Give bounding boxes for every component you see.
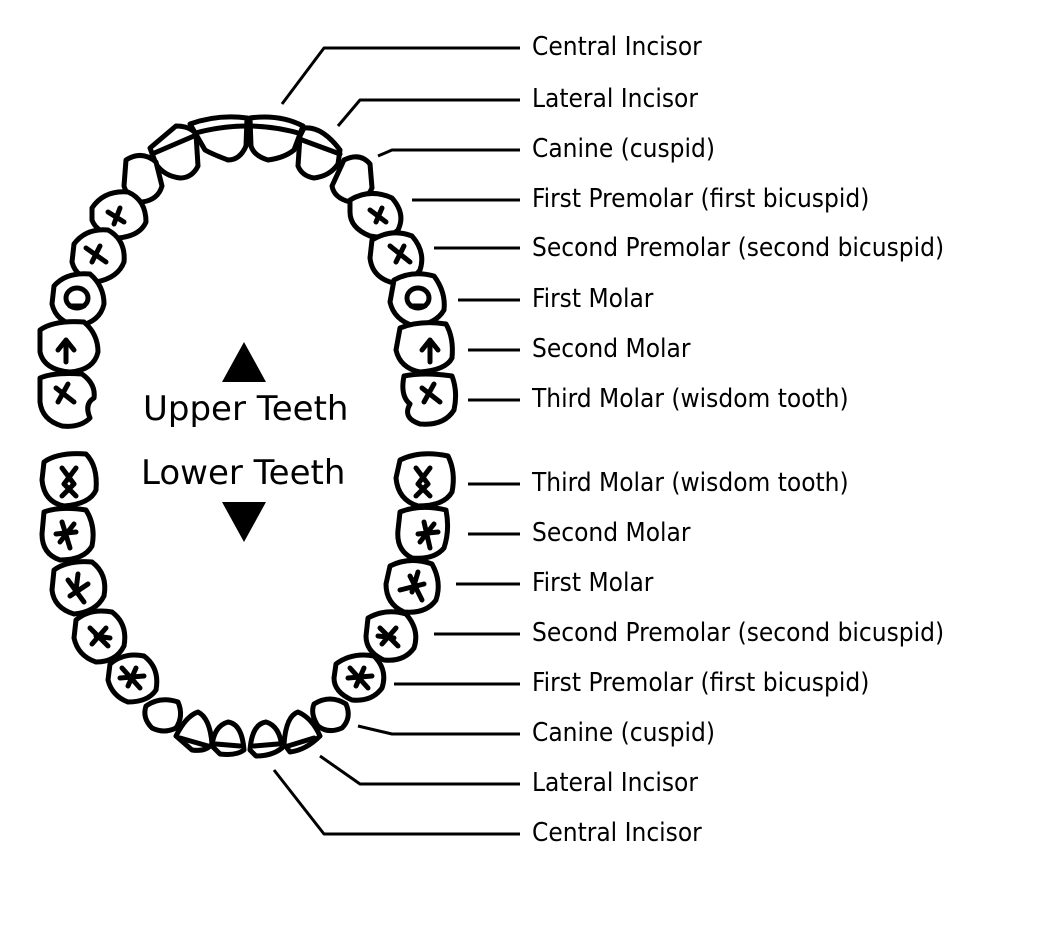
leader-lower-lateral [319,754,520,786]
upper-left-lateral-line [149,133,197,157]
upper-right-first-molar [387,271,447,329]
lower-incisor-edges [177,735,317,749]
upper-incisor-edge [189,123,305,137]
up-arrow-icon [222,342,266,382]
leader-lower-canine [357,724,520,736]
lower-teeth-label: Lower Teeth [141,453,346,493]
lower-left-central-incisor [209,719,247,757]
upper-left-first-molar [49,271,107,329]
leader-upper-canine [377,148,520,158]
upper-left-third-molar [37,371,97,429]
label-upper-first-premolar: First Premolar (first bicuspid) [532,184,870,214]
upper-arch [37,114,459,429]
label-lower-second-premolar: Second Premolar (second bicuspid) [532,618,945,648]
upper-right-central-incisor [247,114,306,163]
lower-left-canine [142,697,184,734]
upper-right-third-molar [400,371,459,427]
label-upper-canine: Canine (cuspid) [532,134,715,164]
leader-upper-lateral [336,98,520,127]
down-arrow-icon [222,502,266,542]
label-lower-first-molar: First Molar [532,568,654,598]
label-upper-third-molar: Third Molar (wisdom tooth) [532,384,849,414]
label-lower-central-incisor: Central Incisor [532,818,702,848]
label-lower-third-molar: Third Molar (wisdom tooth) [532,468,849,498]
label-lower-lateral-incisor: Lateral Incisor [532,768,698,798]
label-upper-second-molar: Second Molar [532,334,691,364]
lower-surface-marks [53,465,441,691]
lower-arch [39,451,456,759]
label-upper-first-molar: First Molar [532,284,654,314]
leader-upper-central [280,46,520,105]
lower-leader-lines [272,482,520,836]
upper-right-lateral-line [299,137,343,157]
upper-surface-marks [53,205,443,405]
label-lower-canine: Canine (cuspid) [532,718,715,748]
upper-leader-lines [280,46,520,402]
label-lower-second-molar: Second Molar [532,518,691,548]
label-upper-second-premolar: Second Premolar (second bicuspid) [532,233,945,263]
label-lower-first-premolar: First Premolar (first bicuspid) [532,668,870,698]
upper-teeth-label: Upper Teeth [143,389,349,429]
leader-lower-central [272,769,520,836]
label-upper-central-incisor: Central Incisor [532,32,702,62]
lower-right-canine [310,696,351,734]
label-upper-lateral-incisor: Lateral Incisor [532,84,698,114]
lower-right-central-incisor [247,719,285,759]
